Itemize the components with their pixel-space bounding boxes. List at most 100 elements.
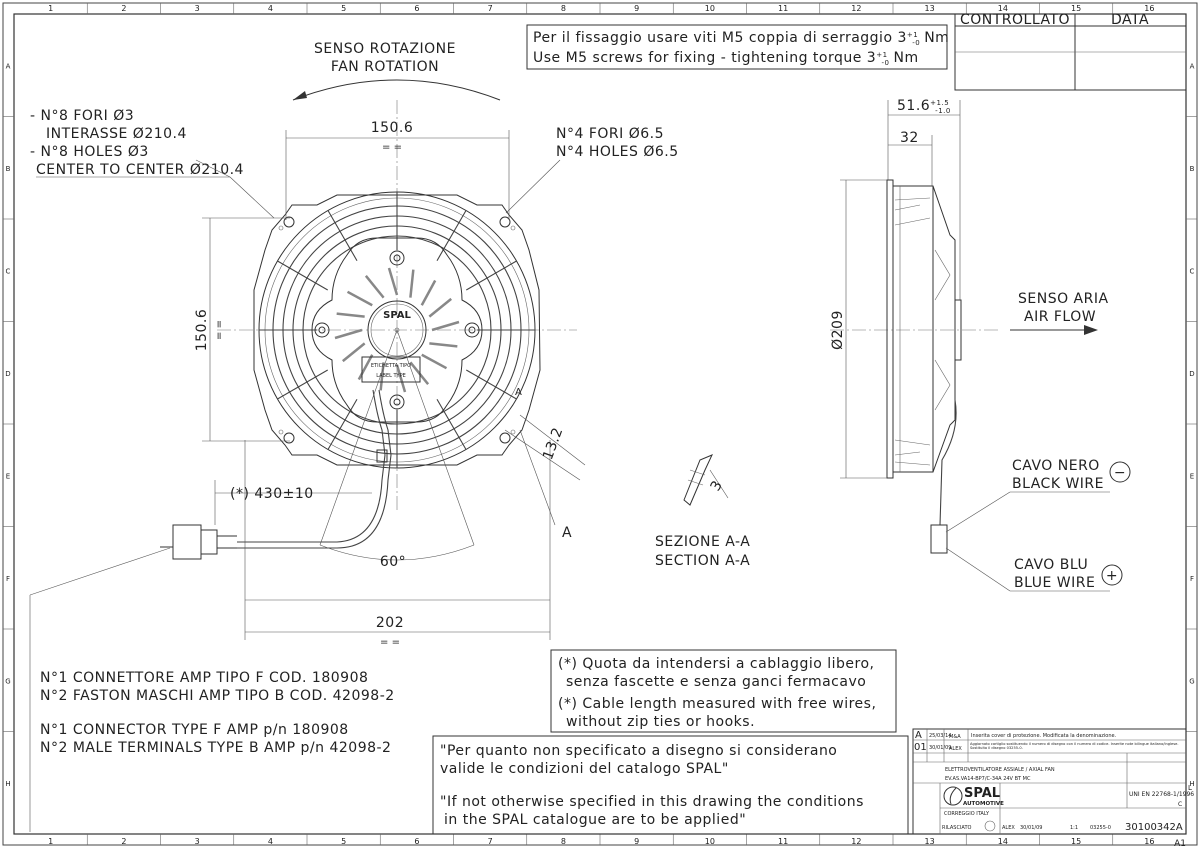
tolerance-class: C [1178,801,1182,808]
scale: 1:1 [1070,825,1078,831]
fan-side-view: 51.6+1.5-1.0 32 Ø209 [830,98,1000,554]
dim-offset: 13.2 [540,425,566,462]
grid-col-label: 10 [705,4,715,13]
rev-date: 25/03/14 [929,733,951,739]
catalogue-note: valide le condizioni del catalogo SPAL" [440,761,729,777]
connector-note: N°1 CONNETTORE AMP TIPO F COD. 180908 [40,670,368,686]
cable-note: (*) Quota da intendersi a cablaggio libe… [558,656,874,672]
grid-row-label: H [1189,780,1194,788]
hub-fin [428,297,453,318]
grid-row-label: F [1190,575,1194,583]
grid-col-label: 4 [268,837,273,846]
hub-fin [334,328,363,340]
section-detail: 3 SEZIONE A-A SECTION A-A [655,454,750,569]
grille-spoke [327,399,358,450]
bolt-icon [464,322,480,338]
airflow-it: SENSO ARIA [1018,291,1109,307]
grid-col-label: 6 [414,837,419,846]
hub-fin [379,362,385,391]
grille-spoke [277,369,328,400]
grid-col-label: 5 [341,4,346,13]
title-block: A 25/03/14 M&A Inserita cover di protezi… [912,728,1194,848]
bolt-icon [314,322,330,338]
minus-icon [1109,461,1131,483]
hub-fin [420,279,437,306]
grid-col-label: 11 [778,4,788,13]
cable-note: without zip ties or hooks. [566,714,755,730]
dimension-top-width: 150.6 = = [285,120,510,220]
holes-right-note: N°4 FORI Ø6.5 N°4 HOLES Ø6.5 [505,126,679,214]
hub-fin [364,274,385,299]
grid-col-label: 5 [341,837,346,846]
old-drawing: 03255-0 [1090,825,1111,831]
holes-right-line: N°4 HOLES Ø6.5 [556,144,679,160]
grille-spoke [327,210,358,261]
catalogue-note: in the SPAL catalogue are to be applied" [444,812,746,828]
grid-col-label: 14 [998,837,1008,846]
grid-col-label: 13 [925,4,935,13]
grid-col-label: 8 [561,837,566,846]
section-mark-a-top: A [515,387,522,398]
grid-col-label: 10 [705,837,715,846]
grid-col-label: 15 [1071,4,1081,13]
grid-row-label: D [1189,370,1194,378]
dim-equal: = = [380,637,400,648]
dimension-overall: 202 = = [244,440,551,648]
hub-fin [346,290,373,307]
hub-fin [387,267,399,296]
grid-col-label: 3 [195,4,200,13]
label-plate [361,356,421,383]
dim-angle: 60° [380,554,406,570]
dimension-angle: 60° [319,329,475,570]
rotation-arrow [292,79,501,101]
rev-desc: Inserita cover di protezione. Modificata… [971,733,1117,739]
standard: UNI EN 22768-1/1996 [1129,791,1194,798]
grid-row-label: E [1190,472,1194,480]
grid-col-label: 16 [1144,837,1154,846]
holes-left-line: - N°8 FORI Ø3 [30,108,134,124]
label-plate-en: LABEL TYPE [376,373,406,379]
grid-col-label: 1 [48,4,53,13]
data-label: DATA [1111,12,1149,28]
black-wire-en: BLACK WIRE [1012,476,1104,492]
mounting-hole [499,216,511,228]
plus-icon [1101,564,1123,586]
hub-fin [409,269,415,298]
grid-col-label: 9 [634,837,639,846]
date: 30/01/09 [1020,825,1042,831]
hub-fin [357,354,374,381]
bolt-icon [389,394,405,410]
grid-col-label: 12 [851,837,861,846]
label-plate-it: ETICHETTA TIPO [371,363,411,369]
dimension-left-height: 150.6 = = [194,217,290,442]
mounting-hole [283,216,295,228]
grid-row-label: G [1189,677,1194,685]
grid-labels: 1122334455667788991010111112121313141415… [3,3,1197,846]
screw-note-it: Per il fissaggio usare viti M5 coppia di… [533,30,949,47]
cable [237,389,386,543]
sheet-format: A1 [1174,839,1186,848]
grid-col-label: 2 [121,837,126,846]
grid-col-label: 3 [195,837,200,846]
connector-note: N°1 CONNECTOR TYPE F AMP p/n 180908 [40,722,349,738]
rotation-arrowhead [293,91,307,100]
catalogue-note: "If not otherwise specified in this draw… [440,794,864,810]
minus-sign: − [1114,465,1126,481]
catalogue-notes: "Per quanto non specificato a disegno si… [432,735,909,835]
holes-left-note: - N°8 FORI Ø3 INTERASSE Ø210.4 - N°8 HOL… [30,108,275,219]
grille-spoke [466,260,517,291]
rev-id: A [915,730,922,741]
holes-left-line: INTERASSE Ø210.4 [46,126,187,142]
grid-col-label: 13 [925,837,935,846]
dim-diameter: Ø209 [830,310,846,350]
location: CORREGGIO ITALY [944,811,990,817]
drawing-code: 30100342A [1125,822,1183,833]
connector-note: N°2 MALE TERMINALS TYPE B AMP p/n 42098-… [40,740,391,756]
grid-col-label: 2 [121,4,126,13]
brand-logo: SPAL [964,786,1000,801]
rev-id: 01 [914,742,927,753]
grid-col-label: 1 [48,837,53,846]
blue-wire-it: CAVO BLU [1014,557,1088,573]
grid-row-label: C [1190,267,1195,275]
